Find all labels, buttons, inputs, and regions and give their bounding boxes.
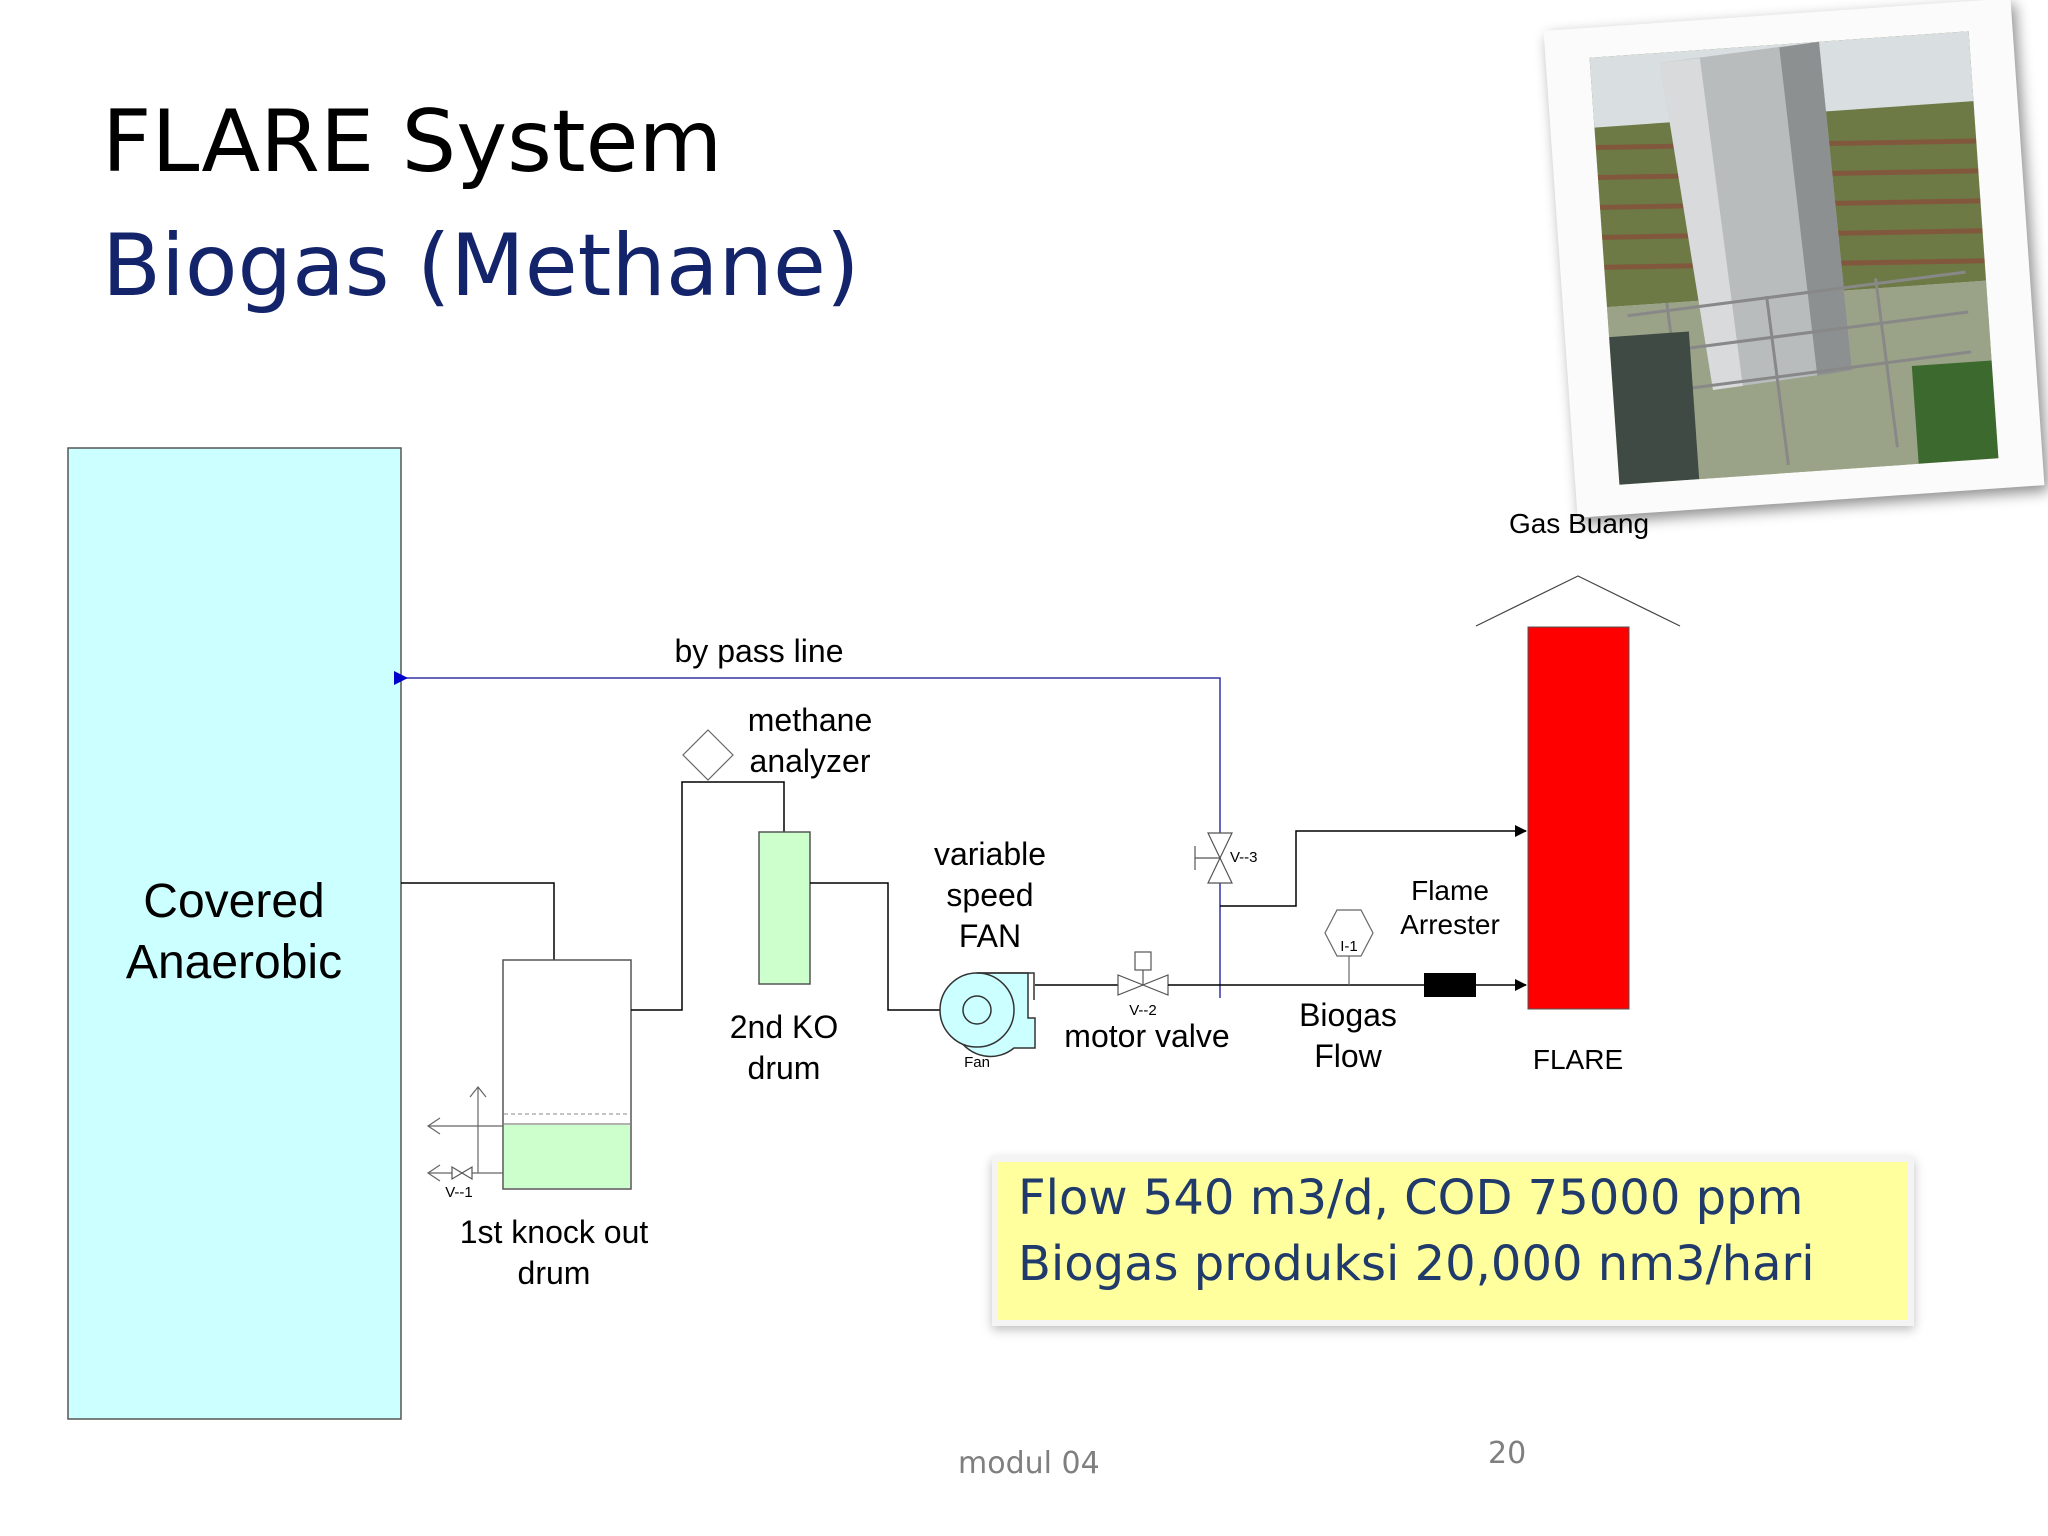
covered-anaerobic-label-2: Anaerobic bbox=[126, 936, 342, 989]
valve-v3-tag: V--3 bbox=[1230, 849, 1258, 866]
slide-subtitle: Biogas (Methane) bbox=[102, 216, 860, 316]
methane-analyzer-icon bbox=[682, 729, 734, 781]
biogas-flow-label-1: Biogas bbox=[1299, 997, 1397, 1033]
info-box: Flow 540 m3/d, COD 75000 ppm Biogas prod… bbox=[992, 1156, 1914, 1326]
second-ko-drum-label-2: drum bbox=[748, 1050, 821, 1086]
flow-indicator-icon bbox=[1324, 909, 1374, 957]
footer: modul 04 bbox=[958, 1446, 1100, 1481]
valve-v3 bbox=[1194, 832, 1233, 884]
methane-analyzer-label-2: analyzer bbox=[750, 743, 871, 779]
line-ko1-to-ko2 bbox=[631, 781, 790, 1011]
flare-label: FLARE bbox=[1533, 1044, 1623, 1075]
covered-anaerobic-tank bbox=[67, 447, 402, 1420]
indicator-tag: I-1 bbox=[1340, 938, 1358, 955]
flame-arrester-icon bbox=[1424, 973, 1476, 997]
bypass-line bbox=[394, 671, 1221, 998]
gas-buang-arrow bbox=[1475, 575, 1681, 627]
flare-photo-image bbox=[1589, 31, 1999, 485]
fan-tag: Fan bbox=[964, 1054, 990, 1071]
first-ko-drum-label-2: drum bbox=[518, 1255, 591, 1291]
first-ko-drum-label-1: 1st knock out bbox=[460, 1214, 649, 1250]
line-upper-feed-to-flare bbox=[1220, 825, 1527, 907]
fan-label-1: variable bbox=[934, 836, 1046, 872]
info-line-1: Flow 540 m3/d, COD 75000 ppm bbox=[1018, 1170, 1804, 1226]
flare-photo-frame bbox=[1543, 0, 2045, 518]
covered-anaerobic-label-1: Covered bbox=[143, 875, 324, 928]
flare-photo bbox=[1589, 31, 1999, 485]
valve-v2-tag: V--2 bbox=[1129, 1002, 1157, 1019]
page-number: 20 bbox=[1488, 1436, 1527, 1471]
gas-buang-label: Gas Buang bbox=[1509, 508, 1649, 539]
fan-icon bbox=[939, 972, 1036, 1058]
info-line-2: Biogas produksi 20,000 nm3/hari bbox=[1018, 1236, 1815, 1292]
second-ko-drum-label-1: 2nd KO bbox=[730, 1009, 839, 1045]
first-ko-drum-liquid bbox=[504, 1125, 630, 1188]
flame-arrester-label-1: Flame bbox=[1411, 875, 1489, 906]
fan-label-2: speed bbox=[946, 877, 1033, 913]
fan-label-3: FAN bbox=[959, 918, 1021, 954]
motor-valve-label: motor valve bbox=[1064, 1018, 1229, 1054]
biogas-flow-label-2: Flow bbox=[1314, 1038, 1382, 1074]
valve-v1 bbox=[451, 1165, 473, 1181]
line-ko2-to-fan bbox=[810, 882, 963, 1016]
drum-drain-lines bbox=[426, 1086, 503, 1182]
flame-arrester-label-2: Arrester bbox=[1400, 909, 1500, 940]
valve-v1-tag: V--1 bbox=[445, 1184, 473, 1201]
second-ko-drum bbox=[758, 831, 811, 985]
bypass-line-label: by pass line bbox=[675, 633, 844, 669]
slide-title: FLARE System bbox=[102, 92, 723, 192]
motor-valve-v2 bbox=[1117, 951, 1169, 996]
methane-analyzer-label-1: methane bbox=[748, 702, 873, 738]
flare-stack bbox=[1527, 626, 1630, 1010]
